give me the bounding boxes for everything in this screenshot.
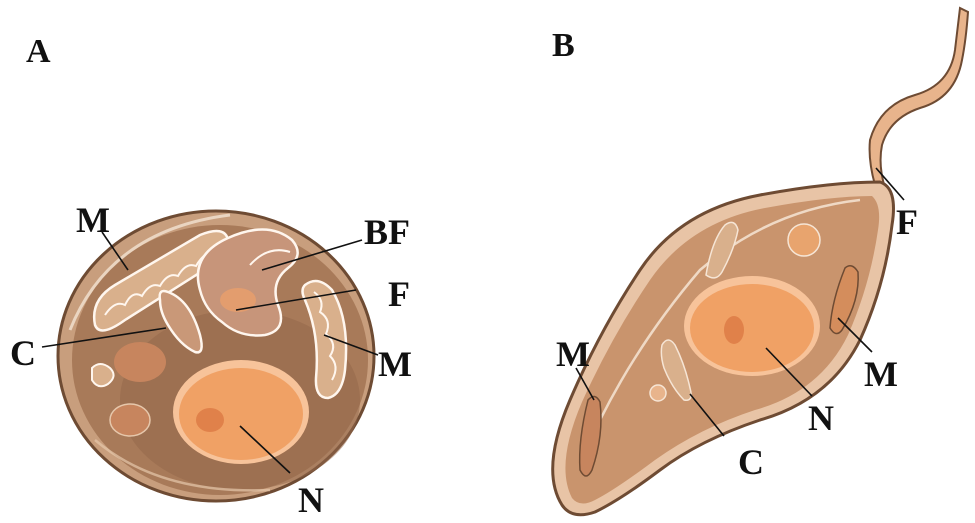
flagellum-b <box>870 8 968 188</box>
vacuole-b-1 <box>788 224 820 256</box>
flagellum-a <box>220 288 256 312</box>
vacuole-b-2 <box>650 385 666 401</box>
panel-label-a: A <box>26 33 51 70</box>
label-b-kinetoplast: C <box>738 442 764 482</box>
label-b-mitochondrion-right: M <box>864 354 898 394</box>
nucleolus-a <box>196 408 224 432</box>
label-a-flagellum: F <box>388 274 410 314</box>
nucleolus-b <box>724 316 744 344</box>
panel-label-b: B <box>552 27 575 64</box>
label-a-mitochondrion-top: M <box>76 200 110 240</box>
vacuole-a-2 <box>92 364 114 386</box>
label-b-mitochondrion-left: M <box>556 334 590 374</box>
amastigote-illustration <box>58 211 374 501</box>
nucleus-b <box>690 284 814 372</box>
label-a-kinetoplast: C <box>10 333 36 373</box>
promastigote-illustration <box>553 8 968 515</box>
nucleus-a <box>179 368 303 460</box>
label-a-mitochondrion-right: M <box>378 344 412 384</box>
vacuole-a-1 <box>114 342 166 382</box>
label-b-flagellum: F <box>896 202 918 242</box>
label-b-nucleus: N <box>808 398 834 438</box>
label-a-nucleus: N <box>298 480 324 520</box>
vacuole-a-3 <box>110 404 150 436</box>
label-a-basal-fold: BF <box>364 212 410 252</box>
